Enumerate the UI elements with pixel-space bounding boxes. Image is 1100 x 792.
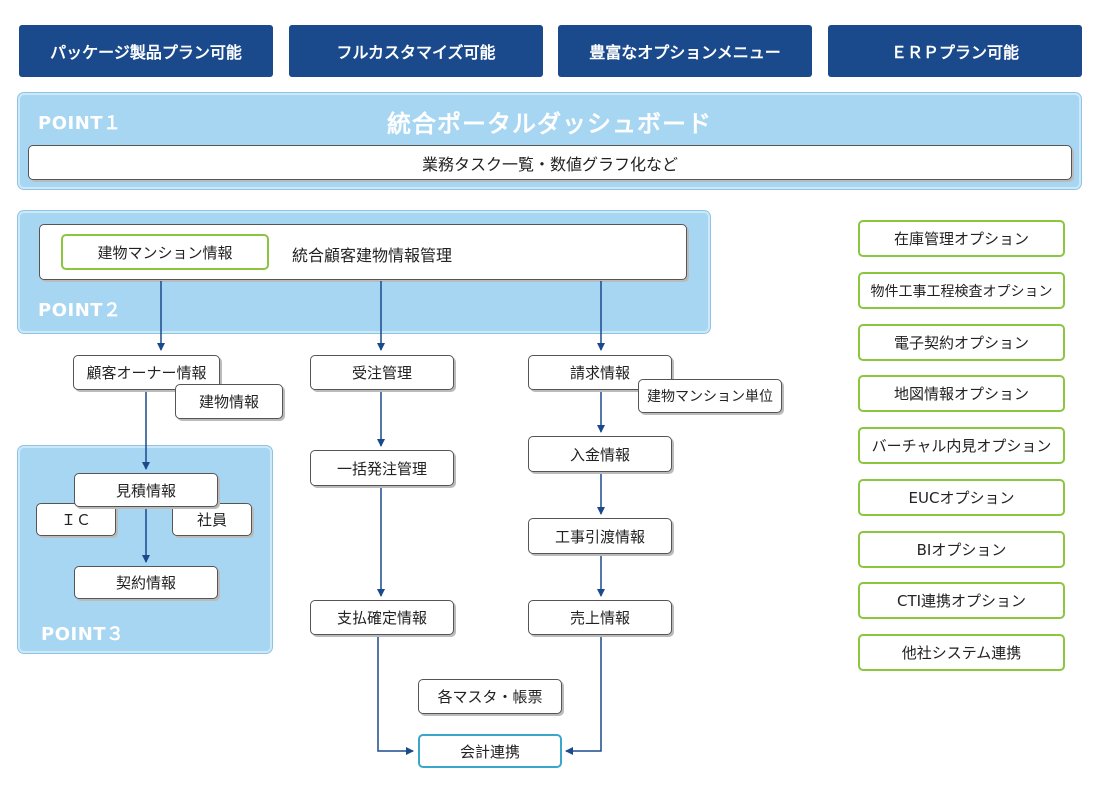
point3-label: POINT３ [41,624,125,645]
option-inventory[interactable]: 在庫管理オプション [858,220,1065,257]
ic-box[interactable]: ＩＣ [36,503,116,536]
masters-forms-box[interactable]: 各マスタ・帳票 [418,679,562,714]
building-unit-box[interactable]: 建物マンション単位 [638,379,782,413]
handover-info-box[interactable]: 工事引渡情報 [528,518,672,554]
option-other-system[interactable]: 他社システム連携 [858,634,1065,671]
building-mansion-info-box[interactable]: 建物マンション情報 [61,234,269,270]
option-construction-inspection[interactable]: 物件工事工程検査オプション [858,272,1065,309]
deposit-info-box[interactable]: 入金情報 [528,436,672,472]
option-bi[interactable]: BIオプション [858,531,1065,568]
tab-option-menu[interactable]: 豊富なオプションメニュー [558,25,812,77]
building-info-box[interactable]: 建物情報 [175,384,283,419]
option-virtual-viewing[interactable]: バーチャル内見オプション [858,427,1065,464]
option-e-contract[interactable]: 電子契約オプション [858,324,1065,361]
tab-full-customize[interactable]: フルカスタマイズ可能 [289,25,543,77]
point2-label: POINT２ [38,300,122,321]
sales-info-box[interactable]: 売上情報 [528,600,672,635]
option-map-info[interactable]: 地図情報オプション [858,375,1065,412]
bulk-order-management-box[interactable]: 一括発注管理 [310,450,454,486]
point1-label: POINT１ [38,113,122,134]
contract-info-box[interactable]: 契約情報 [74,566,218,599]
point2-main-box: 建物マンション情報 統合顧客建物情報管理 [39,224,687,280]
payment-confirm-info-box[interactable]: 支払確定情報 [310,600,454,635]
tab-package-plan[interactable]: パッケージ製品プラン可能 [19,25,273,77]
tab-erp-plan[interactable]: ＥＲＰプラン可能 [828,25,1082,77]
point1-title: 統合ポータルダッシュボード [387,110,712,138]
point2-title: 統合顧客建物情報管理 [292,246,453,265]
employee-box[interactable]: 社員 [172,503,252,536]
option-euc[interactable]: EUCオプション [858,479,1065,516]
accounting-integration-box[interactable]: 会計連携 [418,734,562,768]
option-cti[interactable]: CTI連携オプション [858,582,1065,619]
order-management-box[interactable]: 受注管理 [310,355,454,390]
point1-subtitle-box: 業務タスク一覧・数値グラフ化など [28,145,1072,180]
estimate-info-box[interactable]: 見積情報 [74,473,218,507]
